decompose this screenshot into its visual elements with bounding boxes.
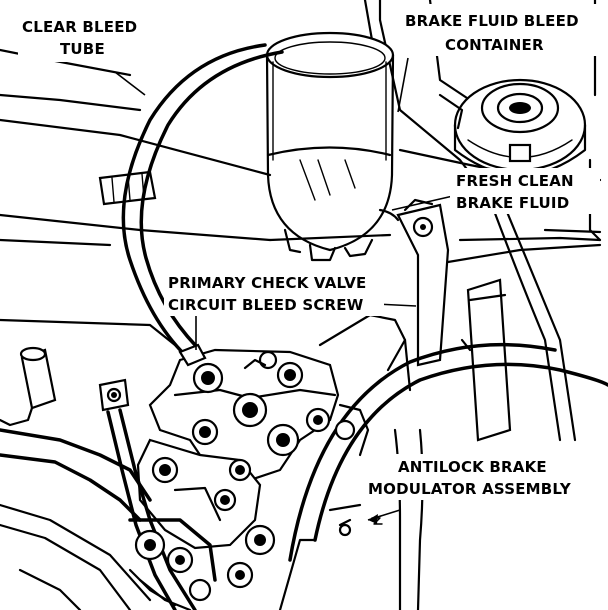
label-bleed-container-line2: CONTAINER bbox=[445, 36, 544, 54]
valve-body bbox=[148, 343, 370, 482]
label-bleed-container: BRAKE FLUID BLEED CONTAINER bbox=[402, 4, 606, 56]
modulator-housing bbox=[278, 313, 608, 610]
sensor-post bbox=[0, 346, 57, 427]
label-modulator-line2: MODULATOR ASSEMBLY bbox=[368, 480, 572, 498]
label-check-valve-line2: CIRCUIT BLEED SCREW bbox=[168, 296, 364, 314]
label-fresh-fluid: FRESH CLEAN BRAKE FLUID bbox=[450, 168, 600, 214]
fresh-fluid-line bbox=[488, 193, 577, 442]
label-check-valve-line1: PRIMARY CHECK VALVE bbox=[168, 274, 367, 292]
label-clear-bleed-tube: CLEAR BLEED TUBE bbox=[18, 14, 137, 62]
linkage bbox=[128, 518, 217, 610]
bleed-container bbox=[265, 31, 400, 262]
label-modulator-line1: ANTILOCK BRAKE bbox=[398, 458, 547, 476]
label-fresh-fluid-line1: FRESH CLEAN bbox=[456, 172, 574, 190]
label-check-valve: PRIMARY CHECK VALVE CIRCUIT BLEED SCREW bbox=[164, 270, 384, 316]
label-fresh-fluid-line2: BRAKE FLUID bbox=[456, 194, 569, 212]
brake-lines bbox=[0, 378, 197, 610]
label-clear-bleed-tube-line2: TUBE bbox=[60, 40, 105, 58]
support-rod bbox=[460, 278, 512, 442]
label-clear-bleed-tube-line1: CLEAR BLEED bbox=[22, 18, 137, 36]
label-bleed-container-line1: BRAKE FLUID BLEED bbox=[405, 12, 579, 30]
label-modulator: ANTILOCK BRAKE MODULATOR ASSEMBLY bbox=[366, 454, 604, 500]
clear-bleed-tube bbox=[121, 43, 284, 357]
